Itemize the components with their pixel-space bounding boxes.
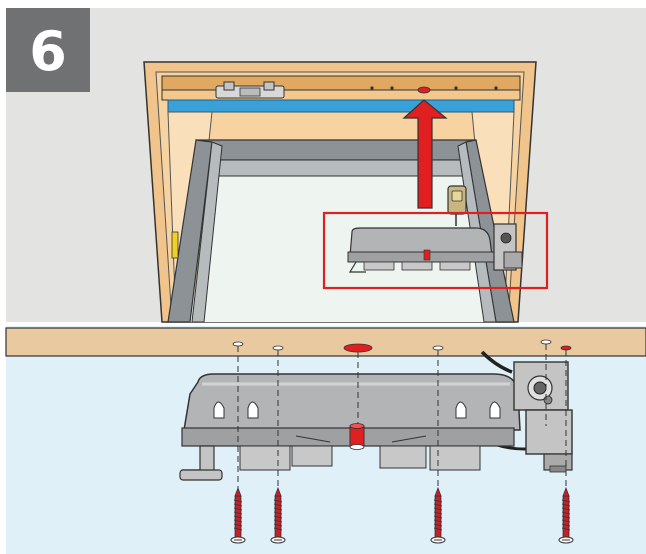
red-drill-hole-icon [417, 86, 431, 94]
header-holes [370, 86, 498, 94]
red-drill-hole-icon [343, 343, 373, 353]
board-drill-holes [232, 339, 572, 353]
drill-hole-icon [432, 345, 444, 351]
screw-icon [230, 486, 246, 544]
red-center-pin [349, 425, 365, 447]
right-window-slot [455, 401, 467, 419]
drill-hole-icon [272, 345, 284, 351]
drill-hole-icon [232, 341, 244, 347]
side-bracket-unit [513, 361, 573, 473]
left-window-slot [213, 401, 225, 419]
top-panel-window-view [6, 8, 646, 323]
step-number: 6 [29, 20, 67, 83]
highlight-box [322, 211, 549, 290]
step-badge: 6 [6, 8, 90, 92]
screw-icon [270, 486, 286, 544]
screws [230, 486, 574, 544]
screw-icon [558, 486, 574, 544]
motor-unit-small [347, 223, 523, 273]
motor-unit-large [179, 373, 521, 481]
remote-control-icon [447, 185, 467, 226]
red-up-arrow-icon [402, 99, 448, 209]
alignment-guides [237, 344, 567, 500]
header-bracket [215, 81, 285, 99]
right-window-slot [489, 401, 501, 419]
drill-hole-icon [540, 339, 552, 345]
red-drill-hole-icon [560, 345, 572, 351]
ceiling-board [5, 327, 646, 357]
left-window-slot [247, 401, 259, 419]
glass-edge-strip [167, 99, 515, 113]
bottom-panel-detail-view [5, 326, 646, 554]
step-badge-background [6, 8, 90, 92]
sash-frame [167, 139, 515, 323]
screw-icon [430, 486, 446, 544]
left-hinge-mark [171, 231, 179, 259]
power-cable [480, 350, 513, 374]
